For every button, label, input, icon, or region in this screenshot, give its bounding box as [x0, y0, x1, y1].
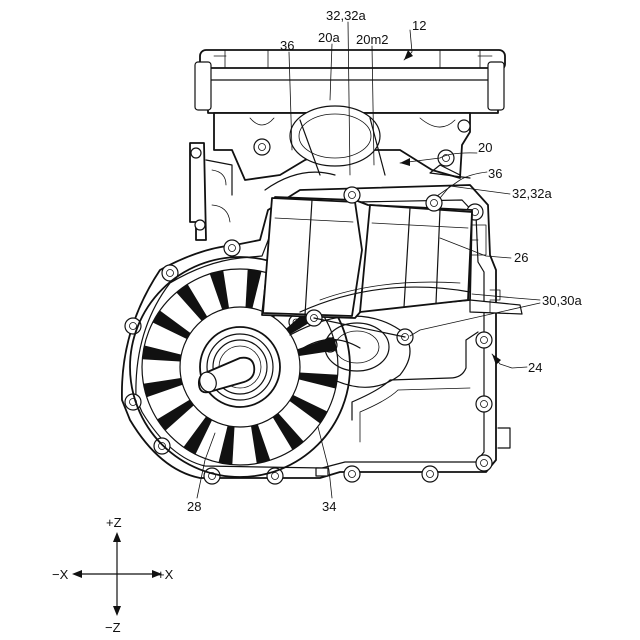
axis-plus-z: +Z [106, 515, 122, 530]
bolt [154, 438, 170, 454]
label-34: 34 [322, 499, 336, 514]
label-32-32a-top: 32,32a [326, 8, 367, 23]
label-32-32a-right: 32,32a [512, 186, 553, 201]
bolt [476, 455, 492, 471]
arrow-up-icon [113, 532, 121, 542]
label-20a: 20a [318, 30, 340, 45]
coordinate-axes: +Z −Z +X −X [52, 515, 174, 635]
bolt [204, 468, 220, 484]
label-30-30a: 30,30a [542, 293, 583, 308]
axis-plus-x: +X [157, 567, 174, 582]
label-28: 28 [187, 499, 201, 514]
bolt [344, 466, 360, 482]
label-20m2: 20m2 [356, 32, 389, 47]
bolt [476, 332, 492, 348]
cylinder-block-20 [214, 106, 470, 190]
label-26: 26 [514, 250, 528, 265]
left-mount-bracket [190, 143, 232, 240]
bolt [422, 466, 438, 482]
top-cover-member-12 [195, 50, 505, 113]
axis-minus-z: −Z [105, 620, 121, 635]
bolt [476, 396, 492, 412]
label-36-right: 36 [488, 166, 502, 181]
bolt [224, 240, 240, 256]
axis-minus-x: −X [52, 567, 69, 582]
arrow-down-icon [113, 606, 121, 616]
label-20: 20 [478, 140, 492, 155]
side-port-rod [470, 300, 522, 314]
label-36-left: 36 [280, 38, 294, 53]
label-24: 24 [528, 360, 542, 375]
label-12: 12 [412, 18, 426, 33]
arrow-left-icon [72, 570, 82, 578]
